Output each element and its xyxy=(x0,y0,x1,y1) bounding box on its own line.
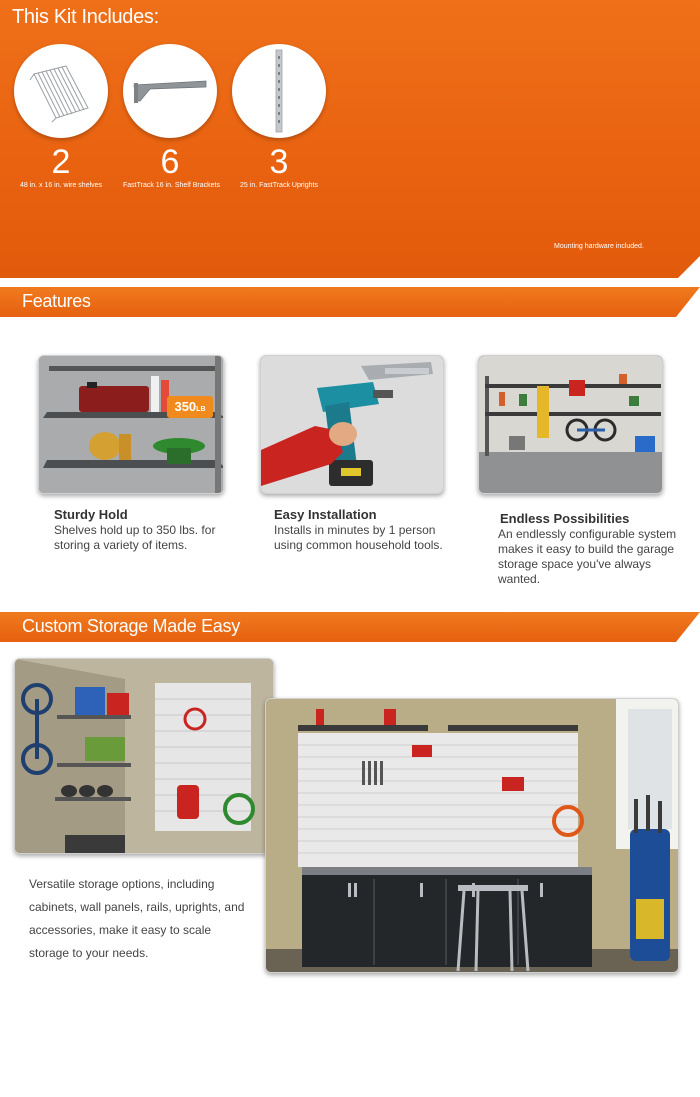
kit-count: 6 xyxy=(160,143,180,181)
features-bar: Features xyxy=(0,287,700,317)
capacity-badge: 350LB xyxy=(167,396,213,418)
kit-item-shelf-brackets: 6 FastTrack 16 in. Shelf Brackets xyxy=(123,44,220,190)
feature-text-easy-installation: Installs in minutes by 1 person using co… xyxy=(274,523,443,552)
feature-text-endless-possibilities: An endlessly configurable system makes i… xyxy=(498,527,677,586)
custom-storage-bar: Custom Storage Made Easy xyxy=(0,612,700,642)
sturdy-hold-photo: 350LB xyxy=(38,355,224,494)
custom-storage-title: Custom Storage Made Easy xyxy=(22,616,240,636)
kit-banner: This Kit Includes: 2 48 in. x 16 in. wir… xyxy=(0,0,700,278)
capacity-value: 350 xyxy=(174,399,197,414)
kit-count: 3 xyxy=(269,143,289,181)
kit-label: 48 in. x 16 in. wire shelves xyxy=(19,182,103,189)
kit-item-wire-shelves: 2 48 in. x 16 in. wire shelves xyxy=(14,44,108,190)
shelf-bracket-icon xyxy=(123,44,217,138)
custom-storage-text: Versatile storage options, including cab… xyxy=(29,877,245,960)
kit-label: 25 in. FastTrack Uprights xyxy=(240,182,318,189)
mounting-note: Mounting hardware included. xyxy=(554,243,644,250)
feature-title-sturdy-hold: Sturdy Hold xyxy=(54,507,128,522)
features-title: Features xyxy=(22,291,91,311)
upright-icon xyxy=(232,44,326,138)
wire-shelf-icon xyxy=(14,44,108,138)
kit-count: 2 xyxy=(51,143,71,181)
feature-text-sturdy-hold: Shelves hold up to 350 lbs. for storing … xyxy=(54,523,216,552)
kit-title: This Kit Includes: xyxy=(12,6,159,28)
workbench-photo xyxy=(265,698,679,973)
feature-title-easy-installation: Easy Installation xyxy=(274,507,377,522)
endless-possibilities-photo xyxy=(478,355,663,494)
easy-installation-photo xyxy=(260,355,444,494)
feature-title-endless-possibilities: Endless Possibilities xyxy=(500,511,630,526)
capacity-unit: LB xyxy=(196,406,206,413)
garage-corner-photo xyxy=(14,658,274,854)
kit-label: FastTrack 16 in. Shelf Brackets xyxy=(123,182,220,189)
kit-item-uprights: 3 25 in. FastTrack Uprights xyxy=(232,44,326,190)
